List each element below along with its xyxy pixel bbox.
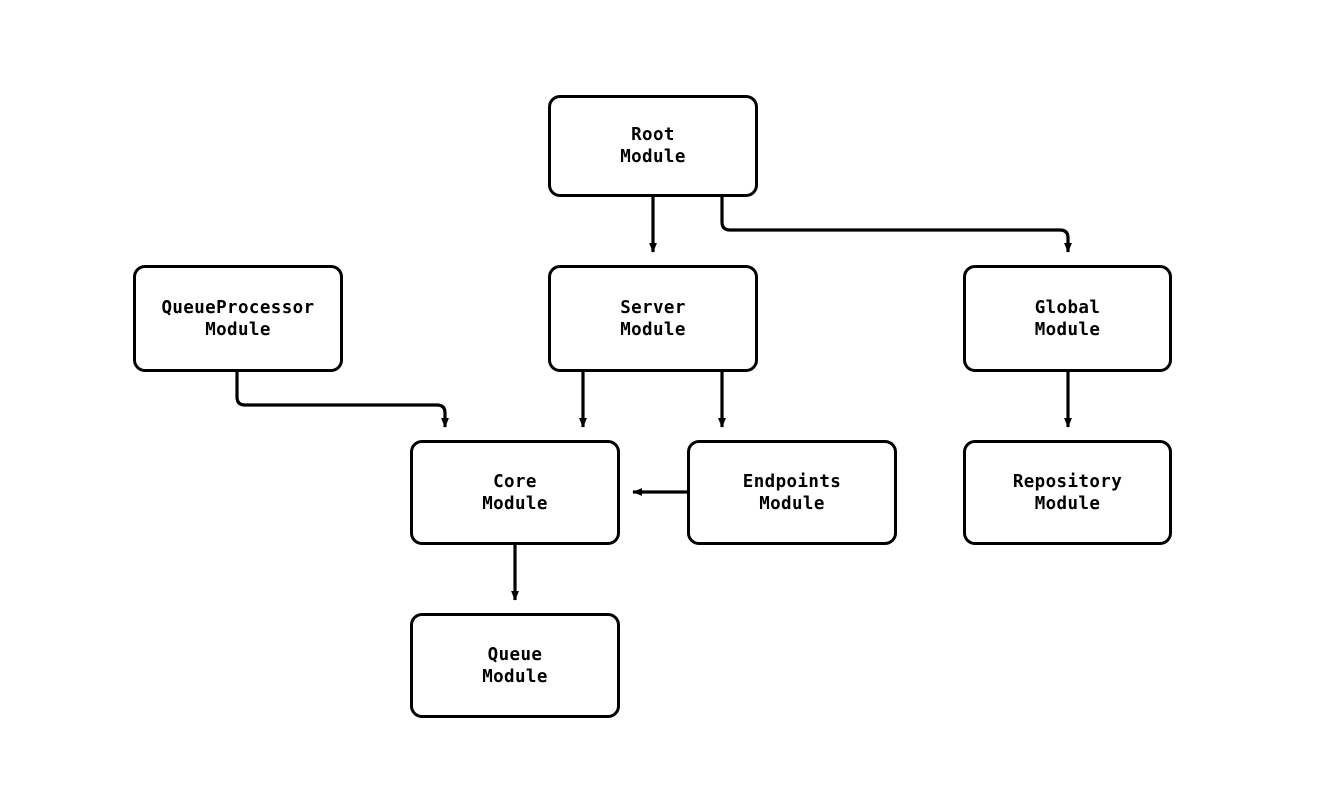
node-label-primary: Global bbox=[1034, 297, 1101, 318]
node-label-secondary: Module bbox=[620, 319, 686, 340]
node-label-primary: QueueProcessor bbox=[161, 297, 315, 318]
node-label-secondary: Module bbox=[205, 319, 271, 340]
node-label-primary: Endpoints bbox=[742, 471, 842, 492]
node-label-secondary: Module bbox=[1034, 319, 1101, 340]
edge-queueprocessor-to-core bbox=[235, 372, 449, 428]
node-label-secondary: Module bbox=[1034, 493, 1101, 514]
edge-root-to-global bbox=[720, 197, 1072, 253]
node-label-secondary: Module bbox=[482, 493, 548, 514]
node-label-secondary: Module bbox=[482, 666, 548, 687]
node-label-secondary: Module bbox=[759, 493, 825, 514]
node-label-primary: Repository bbox=[1012, 471, 1123, 492]
node-label-primary: Root bbox=[631, 125, 675, 145]
node-label-primary: Queue bbox=[487, 644, 543, 665]
node-label-secondary: Module bbox=[620, 147, 686, 167]
node-label-primary: Server bbox=[620, 297, 686, 318]
node-label-primary: Core bbox=[493, 471, 537, 492]
